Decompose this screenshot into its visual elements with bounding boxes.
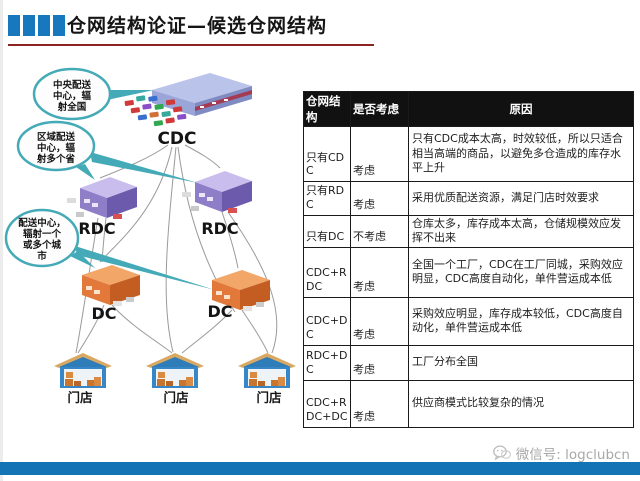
cell-considered: 不考虑: [350, 214, 409, 248]
title-square-icon: [8, 15, 20, 36]
store2-label: 门店: [163, 390, 189, 405]
store-building-2: [146, 353, 204, 388]
cell-structure: CDC+RDC+DC: [303, 379, 351, 428]
table-row: RDC+DC 考虑 工厂分布全国: [303, 344, 634, 381]
table-row: CDC+DC 考虑 采购效应明显，库存成本较低，CDC高度自动化，单件营运成本低: [303, 296, 634, 346]
cell-reason: 仓库太多，库存成本太高，仓储规模效应发挥不出来: [408, 214, 634, 248]
callout-text-line: 中心，辐: [53, 90, 92, 102]
dc-building-1: [82, 265, 140, 306]
dc1-label: DC: [91, 304, 116, 323]
footer-blue-bar: [0, 462, 640, 475]
callout-text-line: 射全国: [57, 101, 87, 113]
callout-text-line: 中央配送: [53, 79, 92, 91]
callout-text-line: 辐射一个: [23, 228, 62, 240]
cell-considered: 考虑: [350, 246, 409, 298]
cell-structure: 只有RDC: [303, 181, 351, 216]
cell-considered: 考虑: [350, 379, 409, 428]
left-edge-strip: [0, 0, 3, 481]
callout-text-line: 区域配送: [37, 131, 76, 143]
callout-text-line: 或多个城: [23, 239, 62, 251]
cell-considered: 考虑: [350, 126, 409, 182]
page-title: 仓网结构论证—候选仓网结构: [67, 15, 328, 37]
col-header-structure: 仓网结构: [303, 91, 351, 127]
rdc-building-2: [182, 171, 252, 213]
warehouse-network-diagram: 中央配送 中心，辐 射全国 区域配送 中心，辐 射多个省 配送中心， 辐射一个 …: [4, 67, 296, 405]
cell-considered: 考虑: [350, 181, 409, 216]
table-row: CDC+RDC 考虑 全国一个工厂，CDC在工厂同城，采购效应明显，CDC高度自…: [303, 246, 634, 298]
callout-central-dc: 中央配送 中心，辐 射全国: [32, 67, 112, 121]
cell-structure: 只有CDC: [303, 126, 351, 182]
cell-considered: 考虑: [350, 296, 409, 346]
cell-reason: 全国一个工厂，CDC在工厂同城，采购效应明显，CDC高度自动化，单件营运成本低: [408, 246, 634, 298]
evaluation-table: 仓网结构 是否考虑 原因 只有CDC 考虑 只有CDC成本太高，时效较低，所以只…: [303, 91, 634, 428]
callout-text-line: 市: [37, 250, 47, 262]
callout-text-line: 中心，辐: [37, 142, 76, 154]
cdc-label: CDC: [157, 129, 196, 149]
cdc-truck-fleet: [124, 95, 187, 127]
title-square-icon: [38, 15, 50, 36]
cell-reason: 采用优质配送资源，满足门店时效要求: [408, 181, 634, 216]
callout-tails: [70, 90, 215, 290]
store3-label: 门店: [256, 390, 282, 405]
callout-local-dc: 配送中心， 辐射一个 或多个城 市: [4, 208, 80, 268]
callout-text-line: 配送中心，: [18, 217, 66, 229]
table-row: CDC+RDC+DC 考虑 供应商模式比较复杂的情况: [303, 379, 634, 428]
cell-structure: CDC+RDC: [303, 246, 351, 298]
wechat-icon: [492, 445, 511, 461]
col-header-considered: 是否考虑: [350, 91, 409, 127]
cell-structure: CDC+DC: [303, 296, 351, 346]
cell-considered: 考虑: [350, 344, 409, 381]
callout-text-line: 射多个省: [36, 153, 76, 165]
rdc1-label: RDC: [78, 219, 115, 238]
cell-reason: 采购效应明显，库存成本较低，CDC高度自动化，单件营运成本低: [408, 296, 634, 346]
cell-reason: 供应商模式比较复杂的情况: [408, 379, 634, 428]
title-underline: [8, 44, 374, 46]
store-building-3: [238, 353, 296, 388]
table-row: 只有DC 不考虑 仓库太多，库存成本太高，仓储规模效应发挥不出来: [303, 214, 634, 248]
store1-label: 门店: [67, 390, 93, 405]
dc2-label: DC: [207, 302, 232, 321]
title-square-icon: [53, 15, 65, 36]
cell-reason: 只有CDC成本太高，时效较低，所以只适合相当高端的商品，以避免多仓造成的库存水平…: [408, 126, 634, 182]
table-header-row: 仓网结构 是否考虑 原因: [303, 91, 634, 127]
cell-structure: RDC+DC: [303, 344, 351, 381]
title-marker-squares: [8, 15, 65, 36]
cell-structure: 只有DC: [303, 214, 351, 248]
col-header-reason: 原因: [408, 91, 634, 127]
cdc-building: [124, 73, 252, 127]
wechat-watermark: 微信号: logclubcn: [492, 443, 630, 463]
table-row: 只有RDC 考虑 采用优质配送资源，满足门店时效要求: [303, 181, 634, 216]
rdc-building-1: [67, 177, 137, 219]
table-row: 只有CDC 考虑 只有CDC成本太高，时效较低，所以只适合相当高端的商品，以避免…: [303, 126, 634, 182]
store-building-1: [54, 353, 112, 388]
rdc2-label: RDC: [201, 219, 238, 238]
wechat-id-text: 微信号: logclubcn: [515, 447, 630, 463]
callout-regional-dc: 区域配送 中心，辐 射多个省: [16, 120, 96, 172]
title-square-icon: [23, 15, 35, 36]
cell-reason: 工厂分布全国: [408, 344, 634, 381]
